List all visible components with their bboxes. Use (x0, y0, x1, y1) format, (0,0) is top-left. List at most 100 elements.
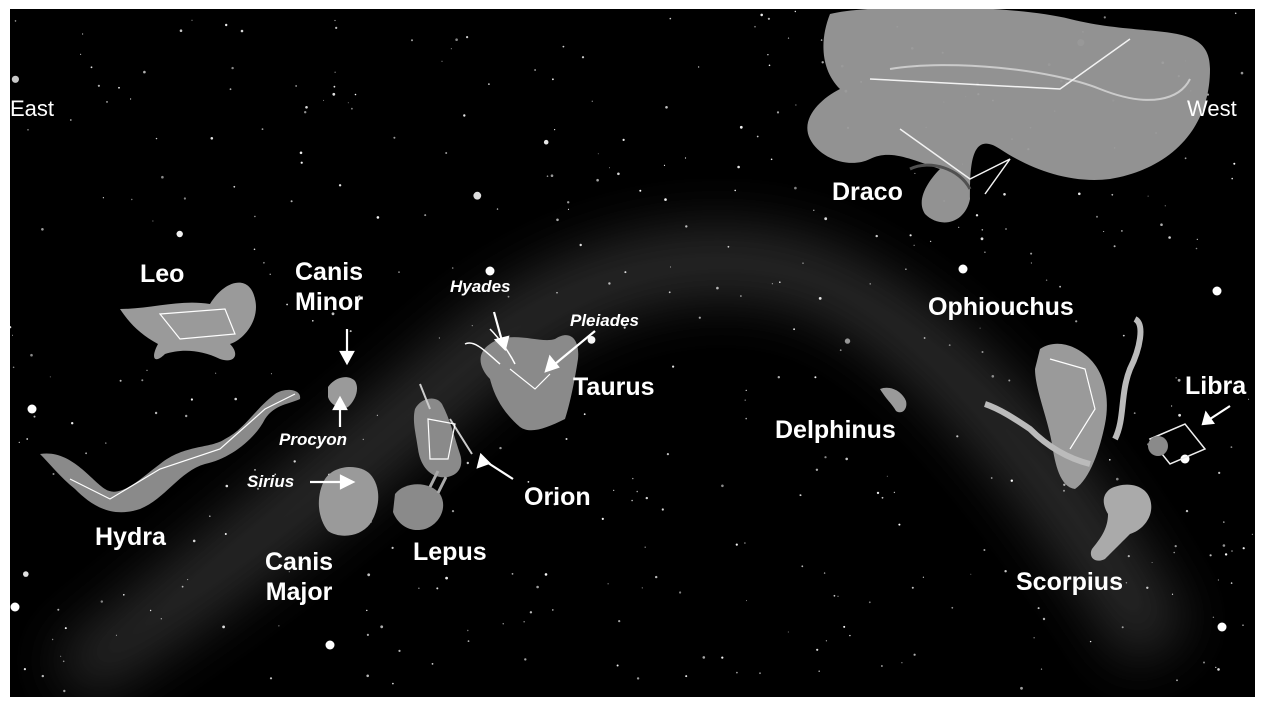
background-star (565, 438, 568, 440)
background-star (224, 533, 227, 535)
background-star (666, 453, 670, 456)
background-star (979, 327, 981, 329)
background-star (556, 218, 559, 222)
background-star (392, 682, 394, 685)
canis-minor-label-line-2: Minor (295, 288, 364, 316)
background-star (744, 399, 746, 401)
background-star (816, 648, 819, 651)
leo-figure (120, 282, 256, 361)
background-star (274, 473, 277, 476)
background-star (225, 23, 228, 27)
background-star (737, 165, 740, 169)
background-star (685, 225, 688, 228)
background-star (41, 228, 44, 231)
background-star (567, 201, 570, 204)
background-star (536, 585, 539, 589)
background-star (1037, 607, 1040, 610)
background-star (154, 411, 158, 415)
background-star (887, 430, 891, 433)
canis-major-label-line-2: Major (265, 578, 333, 606)
background-star (294, 593, 296, 595)
background-star (556, 292, 558, 294)
background-star (553, 503, 556, 506)
background-star (445, 152, 448, 154)
background-star (466, 461, 469, 465)
background-star (1231, 177, 1233, 180)
background-star (1212, 616, 1215, 618)
background-star (636, 490, 638, 493)
background-star (335, 26, 338, 29)
bright-star (10, 602, 20, 612)
background-star (1063, 483, 1066, 486)
background-star (665, 106, 668, 109)
background-star (1133, 412, 1136, 414)
background-star (155, 137, 158, 140)
libra-figure (1148, 423, 1207, 465)
background-star (467, 629, 469, 632)
background-star (754, 25, 756, 28)
background-star (1125, 582, 1128, 584)
background-star (119, 379, 122, 382)
background-star (843, 625, 846, 628)
background-star (1008, 379, 1011, 382)
background-star (1122, 334, 1125, 337)
background-star (424, 214, 427, 217)
background-star (12, 366, 15, 369)
background-star (529, 611, 533, 614)
background-star (334, 71, 336, 73)
background-star (909, 234, 912, 237)
background-star (288, 571, 290, 573)
background-star (524, 658, 527, 661)
background-star (596, 178, 599, 182)
background-star (115, 634, 117, 636)
background-star (745, 389, 747, 391)
background-star (499, 446, 502, 450)
background-star (49, 376, 51, 378)
background-star (1240, 71, 1244, 75)
background-star (1096, 215, 1098, 218)
background-star (323, 99, 325, 101)
background-star (1177, 378, 1181, 382)
pleiades-arrow (554, 330, 596, 365)
background-star (771, 283, 774, 285)
background-star (876, 491, 880, 495)
background-star (349, 330, 352, 333)
background-star (1016, 308, 1019, 311)
background-star (411, 39, 413, 42)
background-star (923, 337, 926, 339)
background-star (511, 573, 514, 575)
background-star (1233, 162, 1236, 165)
background-star (172, 276, 174, 278)
background-star (607, 583, 609, 585)
background-star (1042, 617, 1046, 621)
background-star (380, 625, 384, 629)
background-star (64, 627, 67, 630)
background-star (608, 282, 611, 285)
background-star (991, 375, 995, 378)
background-star (1103, 231, 1105, 232)
hyades-label: Hyades (450, 277, 511, 296)
background-star (1033, 637, 1035, 639)
background-star (1030, 262, 1032, 264)
background-star (30, 353, 33, 357)
background-star (583, 413, 586, 416)
background-star (1164, 205, 1166, 207)
background-star (990, 477, 993, 479)
background-star (1040, 668, 1043, 670)
background-star (1045, 279, 1048, 281)
hydra-figure (40, 389, 301, 513)
background-star (745, 417, 747, 420)
background-star (839, 349, 842, 352)
background-star (644, 546, 646, 548)
background-star (794, 186, 797, 190)
east-label: East (10, 96, 55, 121)
background-star (1109, 459, 1111, 461)
background-star (1059, 285, 1061, 288)
background-star (663, 164, 666, 166)
background-star (12, 334, 13, 336)
background-star (438, 337, 440, 339)
background-star (85, 452, 87, 455)
background-star (152, 220, 154, 222)
background-star (820, 39, 823, 41)
taurus-figure (464, 328, 579, 431)
